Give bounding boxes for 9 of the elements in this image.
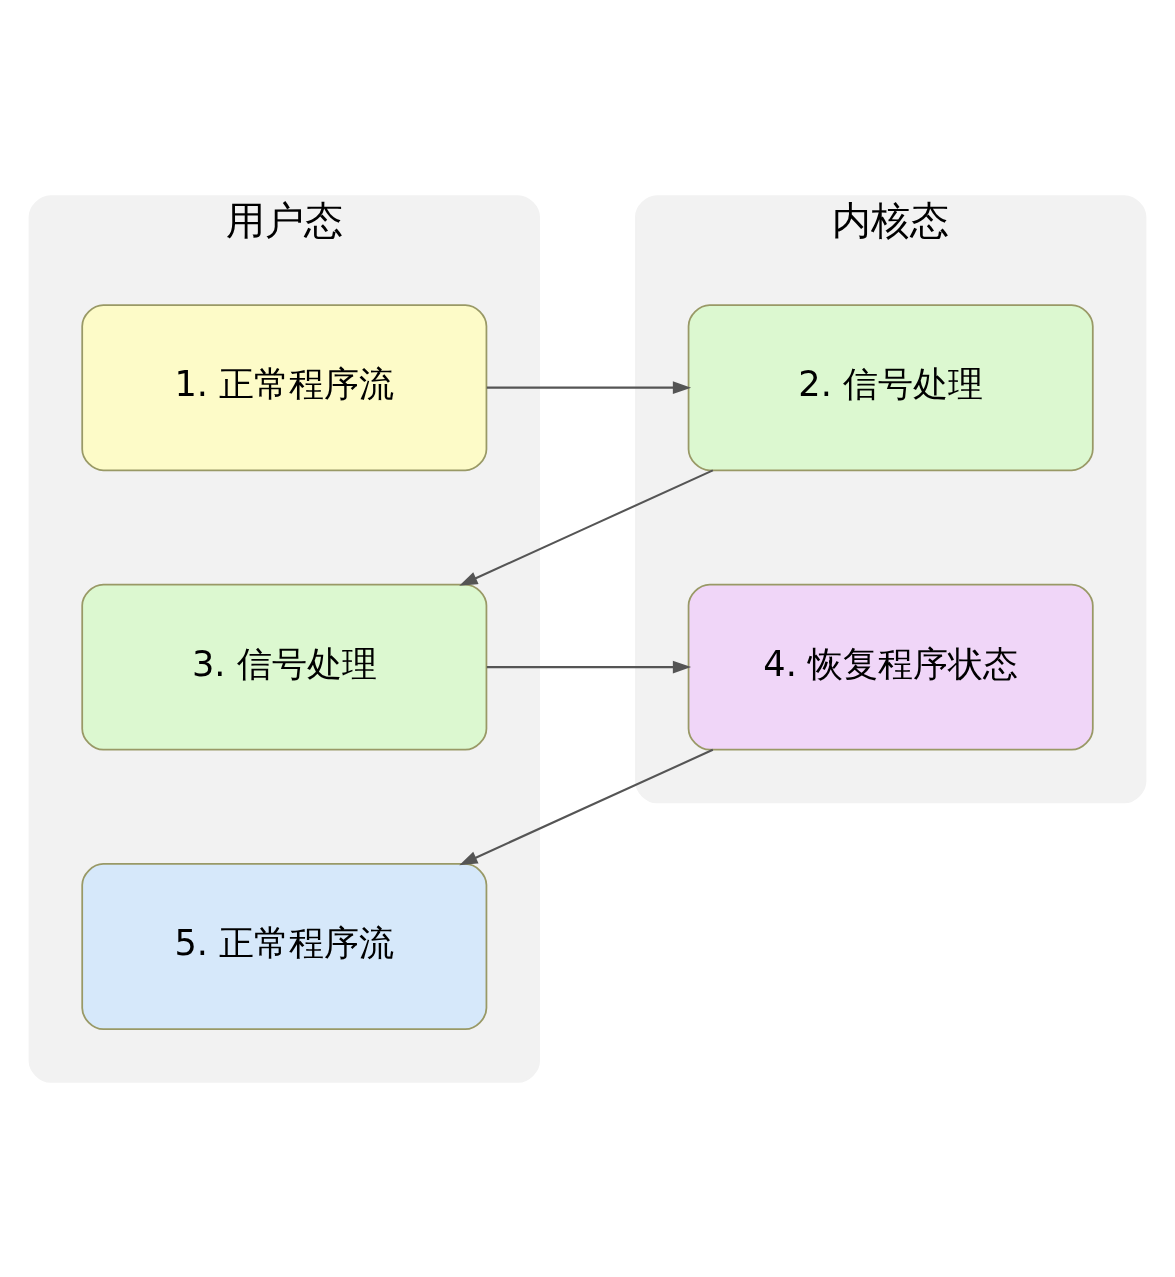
arrow <box>486 380 692 394</box>
node-box: 3. 信号处理 <box>81 583 488 751</box>
node-box: 5. 正常程序流 <box>81 862 488 1030</box>
node-box: 4. 恢复程序状态 <box>687 583 1094 751</box>
node-box: 1. 正常程序流 <box>81 303 488 471</box>
node-box: 2. 信号处理 <box>687 303 1094 471</box>
arrow <box>459 748 714 865</box>
arrow <box>459 468 714 586</box>
arrow <box>486 660 692 674</box>
